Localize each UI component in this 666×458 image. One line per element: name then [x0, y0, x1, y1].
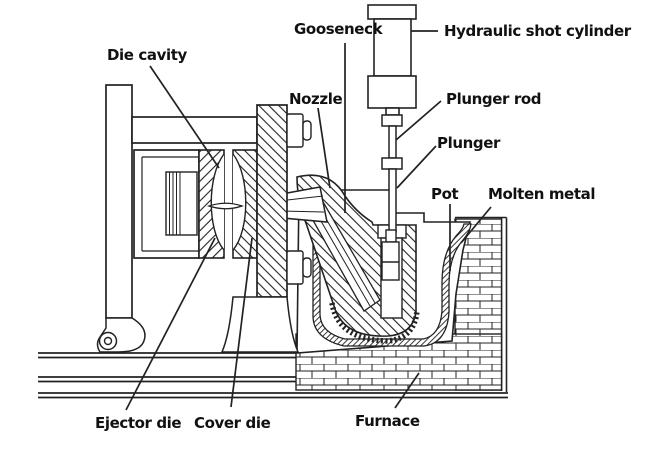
label-molten-metal: Molten metal: [488, 185, 595, 203]
label-gooseneck: Gooseneck: [294, 20, 384, 38]
ejector-box-lining: [141, 156, 199, 252]
base-rails: [38, 352, 297, 383]
furnace-leader: [394, 372, 420, 409]
plunger-rod-leader: [395, 100, 442, 141]
label-furnace: Furnace: [355, 412, 420, 430]
label-die-cavity: Die cavity: [107, 46, 187, 64]
label-hydraulic-shot-cylinder: Hydraulic shot cylinder: [444, 22, 632, 40]
ejector-plate: [165, 171, 198, 236]
gooseneck-ribbed-rim: [329, 302, 420, 344]
pot-wall: [312, 223, 472, 347]
foot-scroll-inner: [103, 336, 113, 346]
platen-support-stand: [220, 296, 300, 353]
machine-column: [105, 84, 133, 319]
ground-lines: [38, 392, 508, 399]
tie-bar: [131, 116, 258, 144]
label-nozzle: Nozzle: [289, 90, 342, 108]
stationary-platen: [256, 104, 288, 298]
plunger-shape: [381, 229, 400, 281]
cover-die-leader: [230, 237, 253, 408]
molten-metal-leader: [460, 206, 492, 244]
label-pot: Pot: [431, 185, 458, 203]
nozzle-leader: [317, 107, 331, 189]
hydraulic-shot-cylinder-shape: [367, 4, 417, 116]
labels: Die cavity Gooseneck Hydraulic shot cyli…: [95, 20, 632, 432]
label-cover-die: Cover die: [194, 414, 271, 432]
platen-bolt-bottom: [286, 250, 312, 285]
platen-bolt-top: [286, 113, 312, 148]
ejector-pins: [169, 172, 181, 235]
label-plunger-rod: Plunger rod: [446, 90, 541, 108]
label-plunger: Plunger: [437, 134, 501, 152]
ejector-die-leader: [125, 237, 216, 411]
die-cavity-leader: [149, 65, 220, 169]
label-ejector-die: Ejector die: [95, 414, 181, 432]
plunger-leader: [396, 145, 437, 189]
leader-lines: [125, 30, 492, 411]
die-cavity-sprue: [206, 202, 245, 210]
